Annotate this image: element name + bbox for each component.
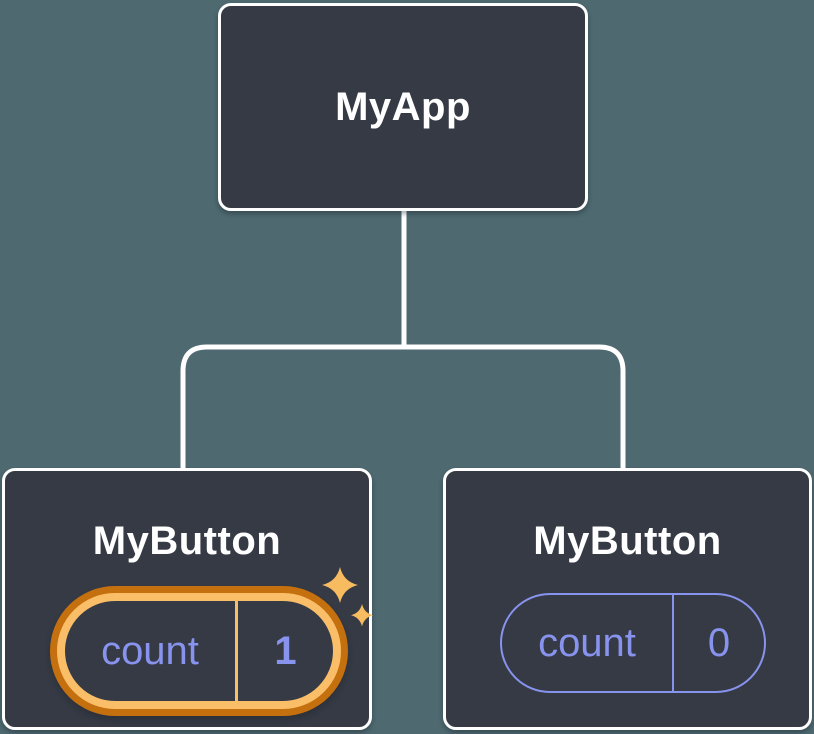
tree-node-mybutton-1: MyButton count 1 [2,468,373,730]
child-node-label: MyButton [92,519,282,563]
tree-node-root: MyApp [218,3,588,211]
state-value-label: 0 [707,620,731,665]
root-node-label: MyApp [335,84,471,129]
tree-node-mybutton-2: MyButton count 0 [443,468,812,730]
state-badge-divider [235,601,238,701]
state-name-label: count [538,620,636,665]
state-badge: count 0 [500,593,766,693]
state-badge-highlighted: count 1 [57,593,341,709]
state-name-label: count [101,628,199,673]
state-value-label: 1 [274,628,297,673]
connector-bracket [180,344,626,468]
child-node-label: MyButton [533,519,722,563]
state-badge-divider [672,595,674,691]
